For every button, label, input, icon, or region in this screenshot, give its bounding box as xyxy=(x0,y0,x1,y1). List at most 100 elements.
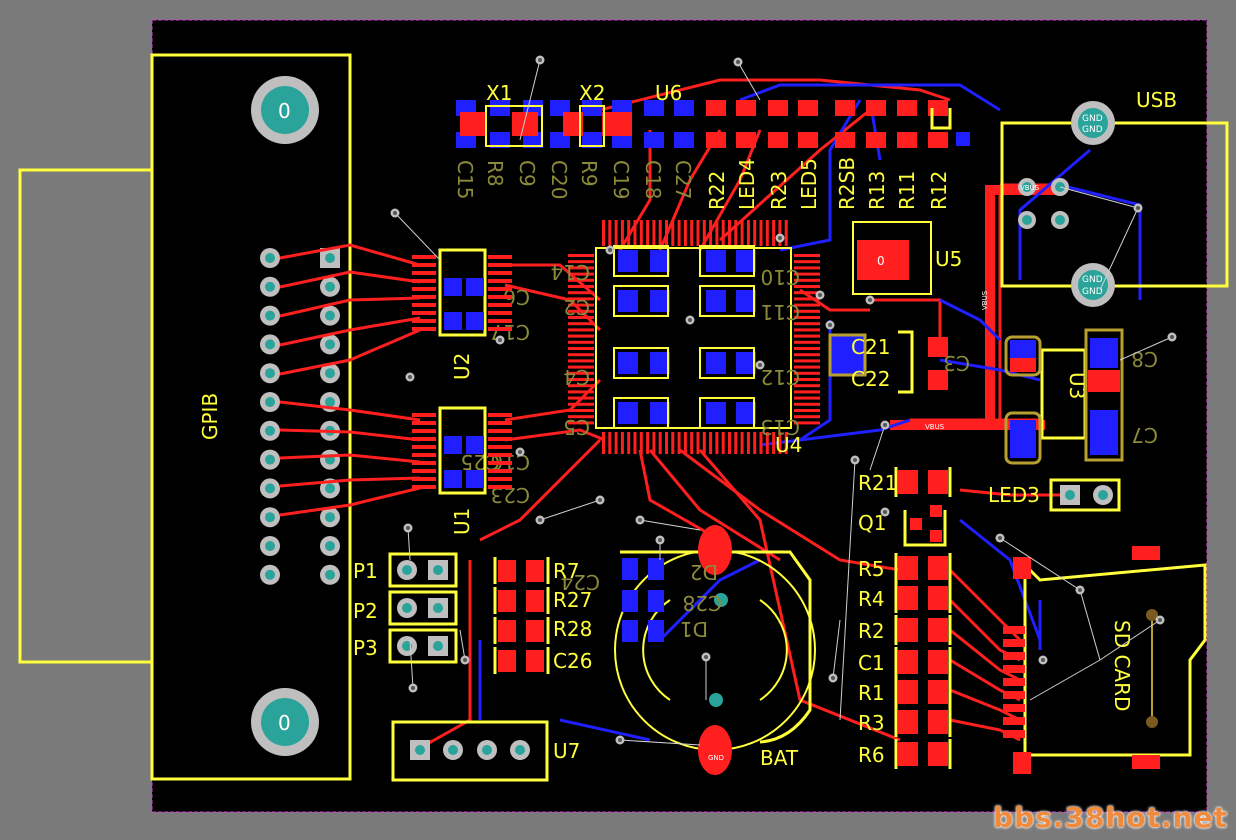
sd-pad-tl xyxy=(1013,557,1031,579)
led3-outline[interactable] xyxy=(1049,478,1121,512)
top-pad xyxy=(582,100,602,116)
top-pad xyxy=(706,132,726,148)
u4-pin xyxy=(794,303,820,307)
top-pad xyxy=(768,100,788,116)
u4-pin xyxy=(794,359,820,363)
top-row-label: R22 xyxy=(705,171,729,210)
u2-outline[interactable] xyxy=(438,248,487,337)
c10-label: C10 xyxy=(761,265,800,289)
u7-outline[interactable] xyxy=(391,720,549,782)
u4-pin xyxy=(759,432,763,454)
sd-pin xyxy=(1003,691,1025,699)
sd-card-socket[interactable] xyxy=(1023,561,1207,757)
u4-pin xyxy=(794,328,820,332)
r6-pad xyxy=(898,742,918,766)
u4-pin xyxy=(753,220,757,246)
top-component-pads xyxy=(456,100,970,148)
sd-pin xyxy=(1003,626,1025,634)
gpib-pin-hole xyxy=(265,253,275,263)
u4-pin xyxy=(740,432,744,454)
u4-chip-outline[interactable] xyxy=(595,247,792,429)
u4-inner-pad xyxy=(650,290,670,312)
u1-pin xyxy=(488,469,512,473)
u1-pin xyxy=(488,445,512,449)
p3-hole xyxy=(433,641,443,651)
u2-pin xyxy=(488,295,512,299)
u4-pin xyxy=(568,254,594,257)
p1-label: P1 xyxy=(353,559,378,583)
u4-pin xyxy=(633,220,637,246)
via-hole xyxy=(411,686,415,690)
u4-pin xyxy=(794,309,820,313)
c22-label: C22 xyxy=(851,367,890,391)
top-pad xyxy=(644,132,664,148)
mid-pad xyxy=(526,620,544,642)
r5-pad xyxy=(928,556,948,580)
c26-label: C26 xyxy=(553,649,592,673)
vbus-tag-2: VBUS xyxy=(925,423,945,431)
u4-inner-pad xyxy=(650,250,670,272)
u4-pin xyxy=(568,340,594,344)
usb-shield-pad-top[interactable]: GND GND xyxy=(1071,101,1115,145)
via-hole xyxy=(498,338,502,342)
u1-pin xyxy=(412,413,436,417)
u4-pin xyxy=(602,432,605,454)
mount-hole-top[interactable]: 0 xyxy=(251,76,319,144)
u4-pin xyxy=(794,297,820,301)
mid-pad xyxy=(498,620,516,642)
top-row-label: R8 xyxy=(483,160,507,187)
u4-pin xyxy=(665,220,668,246)
p2-hole xyxy=(402,603,412,613)
u2-pad xyxy=(466,278,484,296)
u4-label: U4 xyxy=(775,433,802,457)
sd-pin xyxy=(1003,652,1025,660)
u4-pin xyxy=(608,432,612,454)
u4-pin xyxy=(568,303,594,307)
p1-outline xyxy=(388,552,458,588)
r1-pad xyxy=(928,680,948,704)
r2-outline xyxy=(894,615,952,645)
r1-pad xyxy=(898,680,918,704)
p3-label: P3 xyxy=(353,636,378,660)
top-row-label: R9 xyxy=(577,160,601,187)
mount-hole-bottom[interactable]: 0 xyxy=(251,688,319,756)
led3-pads xyxy=(1060,485,1113,505)
top-pad xyxy=(928,132,948,148)
top-pad xyxy=(736,100,756,116)
u2-label: U2 xyxy=(450,353,474,380)
q1-outline[interactable] xyxy=(903,510,947,547)
c7-cap-pad-1-fill xyxy=(1010,420,1036,458)
via-hole xyxy=(778,236,782,240)
u5-center-label: 0 xyxy=(877,254,885,268)
u4-inner-pad xyxy=(706,250,726,272)
top-row-label: C9 xyxy=(515,160,539,187)
r7-label: R7 xyxy=(553,559,580,583)
u4-pin xyxy=(772,432,776,454)
gpib-label: GPIB xyxy=(198,393,222,440)
u4-pin xyxy=(652,432,656,454)
via-hole xyxy=(704,655,708,659)
u1-outline[interactable] xyxy=(438,406,487,495)
battery-holder[interactable]: GND xyxy=(614,525,816,775)
u1-pad xyxy=(466,470,484,488)
via-hole xyxy=(658,538,662,542)
via-hole xyxy=(638,518,642,522)
u2-pin xyxy=(488,311,512,315)
u2-pad xyxy=(466,312,484,330)
via-hole xyxy=(853,458,857,462)
via-hole xyxy=(818,293,822,297)
u5-chip-outline[interactable] xyxy=(852,221,932,295)
c21-c22-bracket xyxy=(898,330,914,394)
usb-shield-pad-bottom[interactable]: GND GND xyxy=(1071,263,1115,307)
u4-pin xyxy=(568,415,594,419)
r12-bracket xyxy=(930,108,952,130)
gpib-pin-hole xyxy=(265,541,275,551)
c3-pad-b xyxy=(928,370,948,390)
via-hole xyxy=(1078,588,1082,592)
mid-pad xyxy=(526,560,544,582)
r21-pad xyxy=(898,470,918,494)
via-hole xyxy=(1170,335,1174,339)
mid-outline xyxy=(493,557,550,584)
